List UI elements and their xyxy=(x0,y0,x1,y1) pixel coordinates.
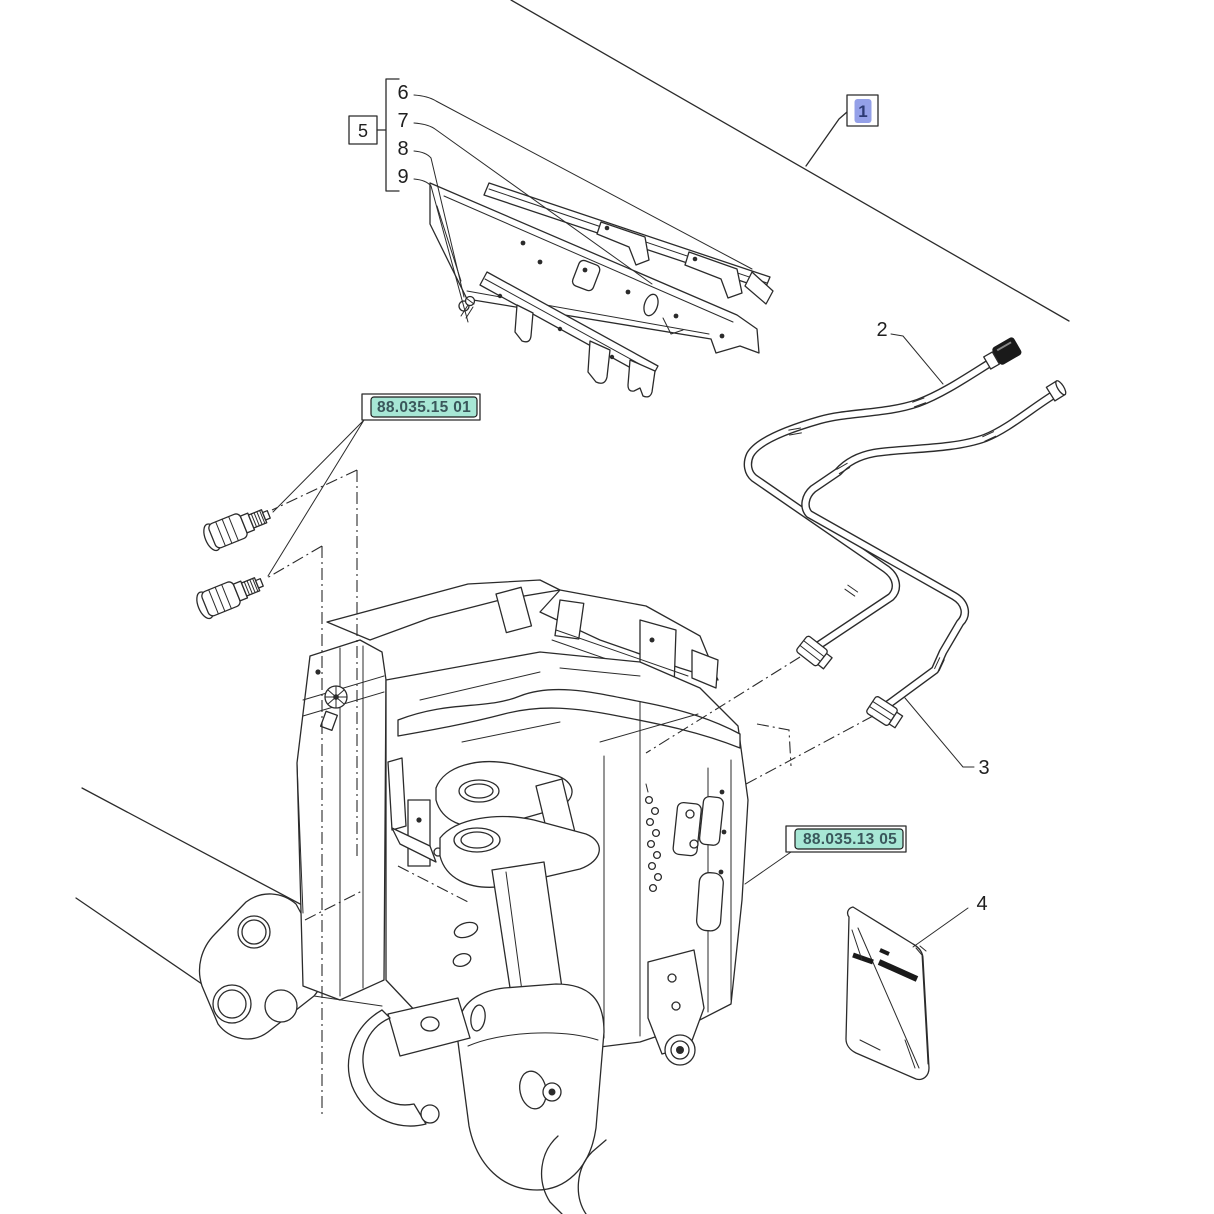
part-ref-code: 88.035.15 01 xyxy=(377,399,471,416)
callout-5-bracket: 5 6 7 8 9 xyxy=(348,78,753,323)
rocker-pads xyxy=(435,761,600,888)
part-ref-highlight xyxy=(794,828,904,850)
callout-2-label: 2 xyxy=(876,319,887,341)
callout-8-label: 8 xyxy=(397,138,408,160)
lower-hooks xyxy=(347,949,705,1214)
part-ref-88-035-15-01[interactable]: 88.035.15 01 xyxy=(267,393,481,577)
callout-5-label: 5 xyxy=(358,121,368,141)
part-ref-88-035-13-05[interactable]: 88.035.13 05 xyxy=(744,825,907,885)
left-tower xyxy=(296,639,387,1001)
quick-coupler-upper xyxy=(203,509,271,552)
hitch-housing-drawing xyxy=(75,579,749,1214)
left-lift-arm xyxy=(75,787,385,1040)
callout-2: 2 xyxy=(876,319,944,385)
callout-4: 4 xyxy=(912,893,988,948)
part-ref-highlight xyxy=(370,396,478,418)
callout-1[interactable]: 1 xyxy=(805,94,879,167)
callout-7-label: 7 xyxy=(397,110,408,132)
kit-bag-item-4 xyxy=(845,906,930,1081)
callout-1-label: 1 xyxy=(858,102,867,121)
pipe-item-3 xyxy=(801,380,1067,729)
callout-1-highlight xyxy=(854,99,872,123)
callout-6-label: 6 xyxy=(397,82,408,104)
callout-3: 3 xyxy=(904,697,990,779)
screw-item-8 xyxy=(460,295,476,319)
projection-lines xyxy=(266,469,874,1116)
callout-4-label: 4 xyxy=(976,893,987,915)
callout-9-label: 9 xyxy=(397,166,408,188)
bracket-plates-group xyxy=(429,182,774,398)
centre-strut-shield xyxy=(456,861,605,1191)
pipe2-end-nut xyxy=(796,635,833,670)
callout-3-label: 3 xyxy=(978,757,989,779)
frame-reference-line xyxy=(510,0,1070,322)
pipe-item-2 xyxy=(743,337,1022,670)
chain xyxy=(644,783,663,893)
pipe2-top-fitting xyxy=(983,337,1022,370)
part-ref-code: 88.035.13 05 xyxy=(803,831,897,848)
quick-coupler-lower xyxy=(196,577,264,620)
pipe3-open-end xyxy=(1045,380,1067,402)
pipe3-end-nut xyxy=(866,696,904,729)
